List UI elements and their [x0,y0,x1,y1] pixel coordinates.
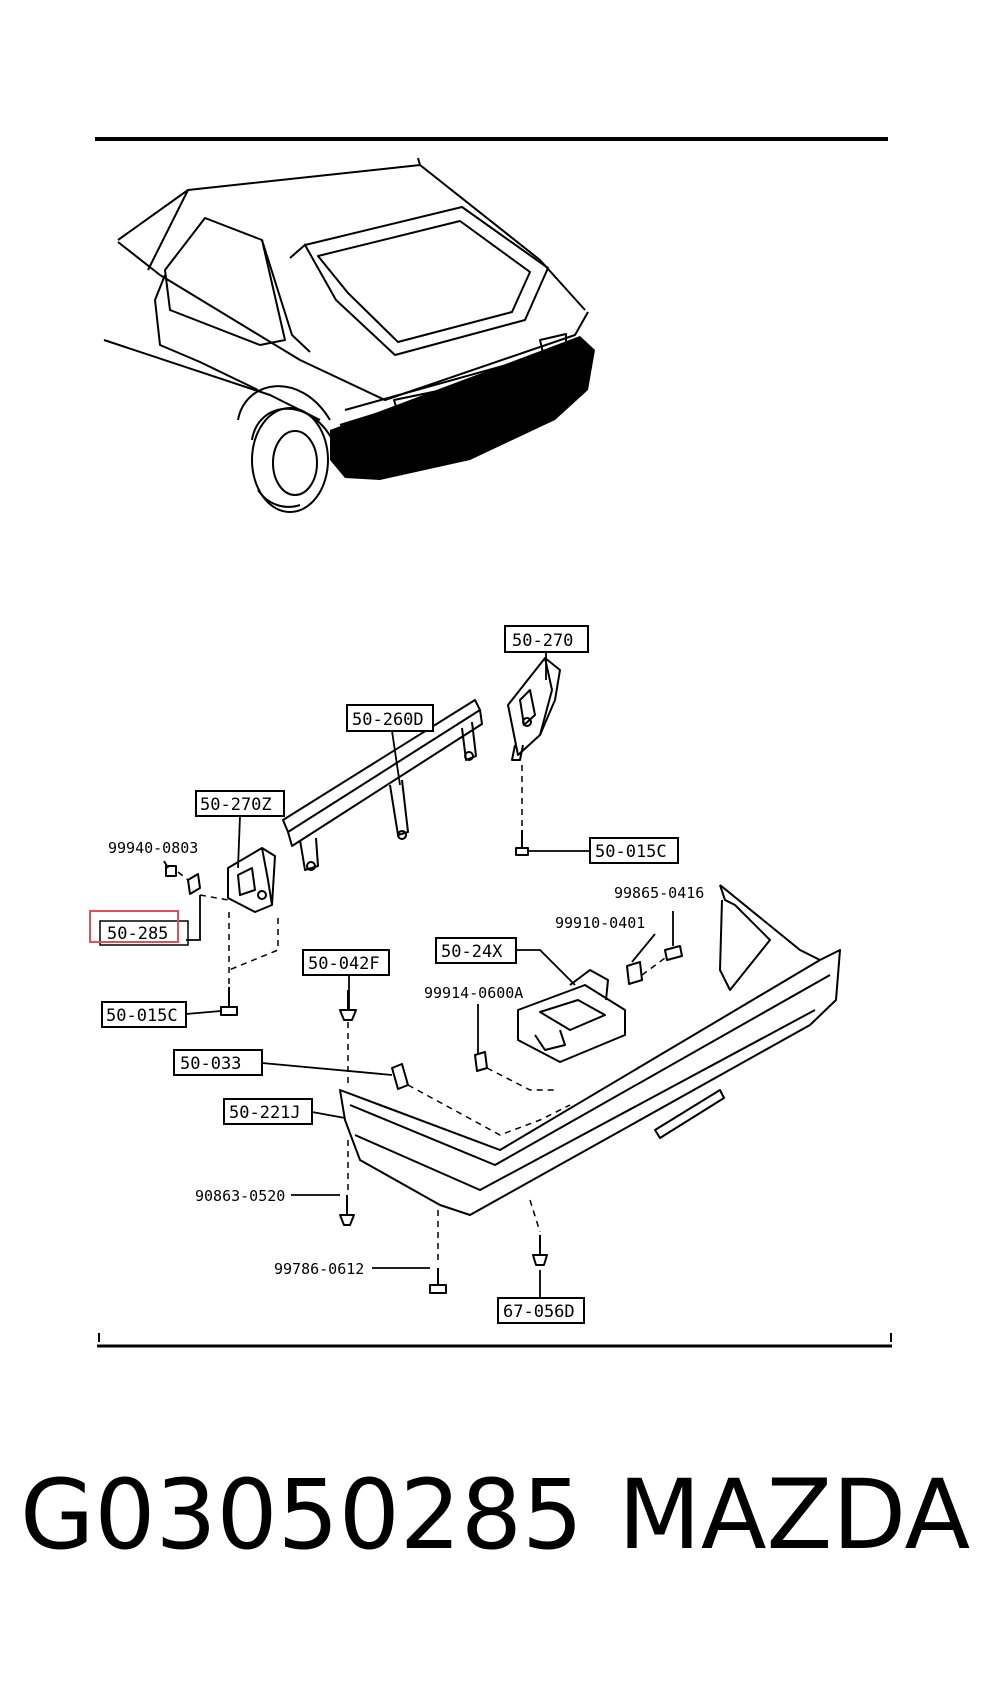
label-50-015C-left: 50-015C [106,1006,178,1026]
label-50-270Z: 50-270Z [200,795,272,815]
callout-frame-50-285 [99,920,189,946]
label-99910-0401: 99910-0401 [555,914,645,932]
label-50-033: 50-033 [180,1054,241,1074]
highlight-box-50-285 [89,910,179,943]
brand-name: MAZDA [618,1459,971,1571]
label-50-221J: 50-221J [229,1103,301,1123]
label-99786-0612: 99786-0612 [274,1260,364,1278]
label-99914-0600A: 99914-0600A [424,984,523,1002]
label-50-24X: 50-24X [441,942,503,962]
leader-lines [163,652,674,1298]
label-67-056D: 67-056D [503,1302,575,1322]
part-number: G03050285 [20,1459,584,1571]
exploded-parts [165,657,841,1294]
label-50-270: 50-270 [512,631,573,651]
label-50-260D: 50-260D [352,710,424,730]
label-50-285: 50-285 [107,924,168,944]
label-99940-0803: 99940-0803 [108,839,198,857]
rear-bumper-highlight [330,336,595,480]
label-99865-0416: 99865-0416 [614,884,704,902]
label-50-042F: 50-042F [308,954,380,974]
label-90863-0520: 90863-0520 [195,1187,285,1205]
callout-frames [101,625,679,1324]
label-50-015C-right: 50-015C [595,842,667,862]
assembly-dashed-lines [177,765,666,1265]
